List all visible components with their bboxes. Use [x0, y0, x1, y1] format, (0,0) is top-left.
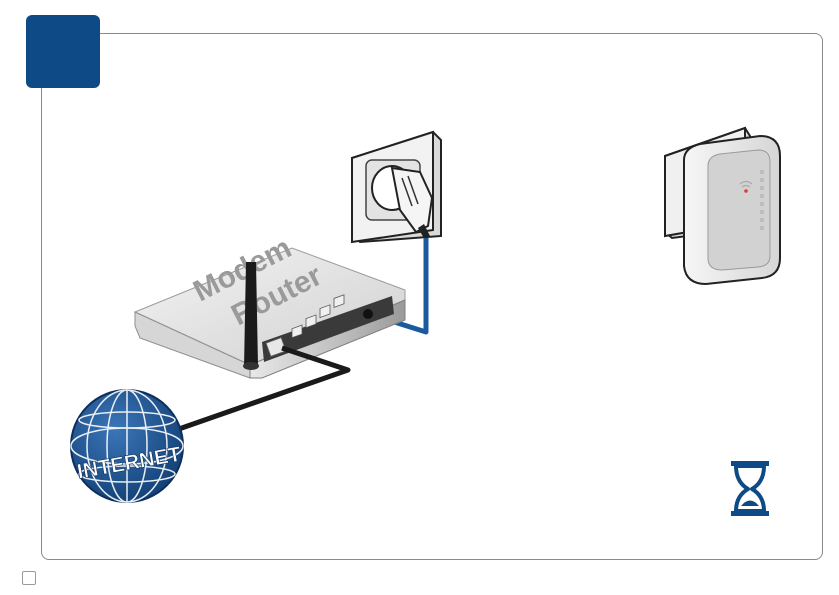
checkbox-square	[22, 571, 36, 585]
hourglass-icon	[731, 461, 769, 516]
wifi-repeater-icon	[665, 128, 780, 284]
internet-globe-icon: INTERNET	[71, 390, 183, 502]
modem-router-icon: Modem Router	[135, 231, 405, 378]
